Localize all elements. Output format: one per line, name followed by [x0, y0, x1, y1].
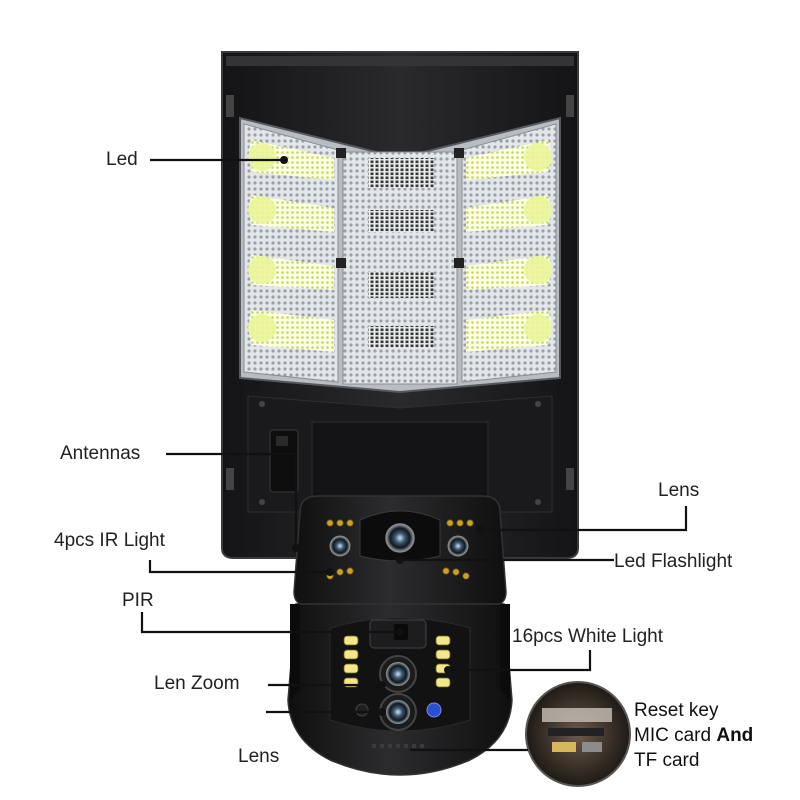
leader-lines	[140, 158, 688, 752]
label-ir-light: 4pcs IR Light	[54, 530, 165, 551]
label-lens-bottom: Lens	[238, 746, 280, 767]
right-lens	[447, 535, 469, 557]
callout-line-2b: And	[716, 725, 754, 746]
label-len-zoom: Len Zoom	[154, 673, 240, 694]
callout-line-2: MIC card And	[634, 723, 753, 748]
label-led-flashlight: Led Flashlight	[614, 551, 733, 572]
led-strips-right	[466, 140, 552, 352]
blue-indicator	[426, 702, 442, 718]
left-lens	[329, 535, 351, 557]
led-strips-left	[248, 140, 334, 352]
card-callout: Reset key MIC card And TF card	[634, 698, 753, 773]
label-antennas: Antennas	[60, 443, 141, 464]
led-strips-center	[368, 158, 434, 348]
callout-line-3: TF card	[634, 750, 700, 771]
label-led: Led	[106, 149, 138, 170]
card-slot-inset	[525, 681, 631, 787]
label-white-light: 16pcs White Light	[512, 626, 664, 647]
label-pir: PIR	[122, 590, 154, 611]
callout-line-2a: MIC card	[634, 725, 717, 746]
callout-line-1: Reset key	[634, 700, 719, 721]
top-lens	[385, 523, 415, 553]
label-lens-top: Lens	[658, 480, 700, 501]
